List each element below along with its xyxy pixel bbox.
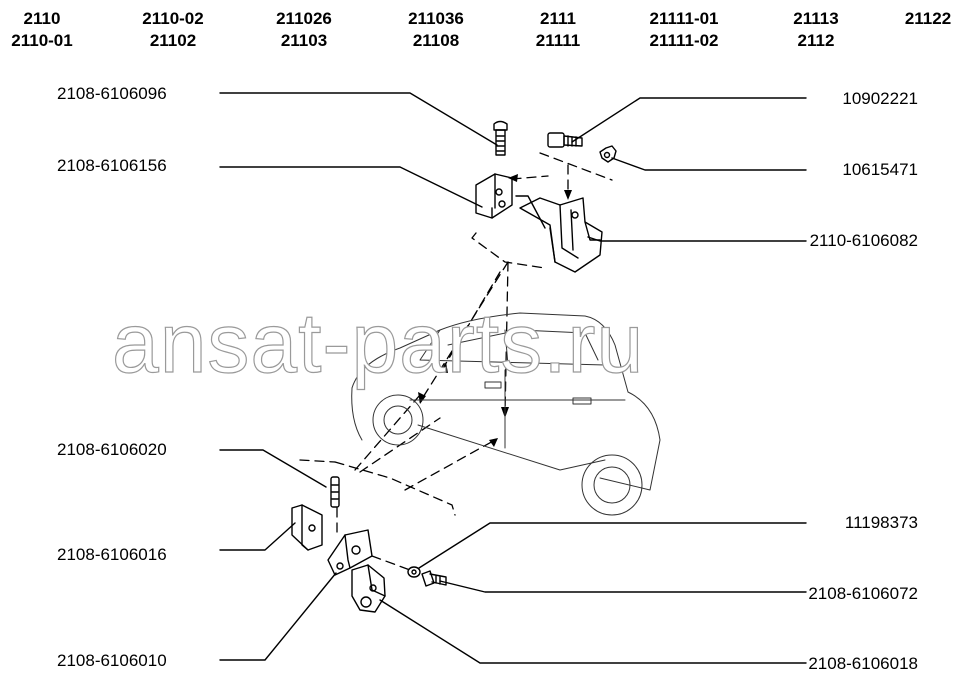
screw-icon (493, 120, 508, 156)
model-code: 21108 (412, 31, 460, 50)
model-header-8: 21122 (890, 8, 966, 30)
model-code: 2110-01 (11, 31, 73, 50)
leader-line (219, 572, 337, 661)
model-header-2: 2110-02 21102 (124, 8, 222, 52)
leader-line (219, 92, 498, 146)
model-code: 211036 (408, 9, 464, 28)
part-label-left: 2108-6106020 (57, 440, 167, 459)
part-label-left: 2108-6106156 (57, 156, 167, 175)
model-code: 21113 (793, 9, 839, 28)
leader-line (219, 449, 327, 488)
part-label-right: 2108-6106072 (808, 584, 918, 603)
model-code: 2110 (23, 9, 61, 28)
leader-line (611, 157, 807, 171)
model-header-1: 2110 2110-01 (0, 8, 84, 52)
leader-line (219, 166, 483, 208)
model-code: 21122 (904, 9, 952, 28)
leader-line (418, 522, 807, 569)
car-body-outline (351, 312, 661, 491)
model-code: 2110-02 (142, 9, 204, 28)
model-code: 21103 (280, 31, 328, 50)
leader-line (219, 522, 296, 551)
model-code: 2111 (540, 9, 576, 28)
part-label-left: 2108-6106096 (57, 84, 167, 103)
bolt-lower-icon (421, 570, 447, 587)
hinge-half-icon (327, 529, 373, 576)
model-code: 21111-02 (649, 31, 719, 50)
part-label-right: 2110-6106082 (809, 231, 918, 250)
leader-line (587, 236, 807, 242)
model-code: 211026 (276, 9, 332, 28)
door-check-icon (515, 195, 603, 273)
model-header-5: 2111 21111 (516, 8, 600, 52)
bolt-top-icon (547, 132, 583, 148)
wheel-front-icon (372, 394, 424, 446)
wheel-rear-icon (581, 454, 643, 516)
model-code: 21111 (535, 31, 581, 50)
nut-icon (599, 145, 617, 163)
leader-line (571, 97, 807, 143)
model-header-7: 21113 2112 (774, 8, 858, 52)
hinge-pin-icon (330, 476, 340, 508)
part-label-right: 11198373 (844, 513, 918, 532)
watermark-text: ansat-parts.ru (111, 296, 645, 390)
model-code: 2112 (797, 31, 835, 50)
part-label-right: 2108-6106018 (808, 654, 918, 673)
part-label-left: 2108-6106016 (57, 545, 167, 564)
model-code: 21111-01 (649, 9, 719, 28)
model-header-4: 211036 21108 (394, 8, 478, 52)
leader-line (439, 580, 807, 593)
washer-icon (407, 566, 421, 578)
leader-line (379, 599, 807, 664)
model-header-3: 211026 21103 (262, 8, 346, 52)
part-label-right: 10902221 (842, 89, 918, 108)
model-code: 21102 (149, 31, 197, 50)
model-header-6: 21111-01 21111-02 (630, 8, 738, 52)
part-label-left: 2108-6106010 (57, 651, 167, 670)
part-label-right: 10615471 (842, 160, 918, 179)
hinge-lower-icon (351, 564, 386, 613)
top-bracket-icon (475, 173, 513, 219)
hinge-plate-icon (291, 504, 323, 551)
